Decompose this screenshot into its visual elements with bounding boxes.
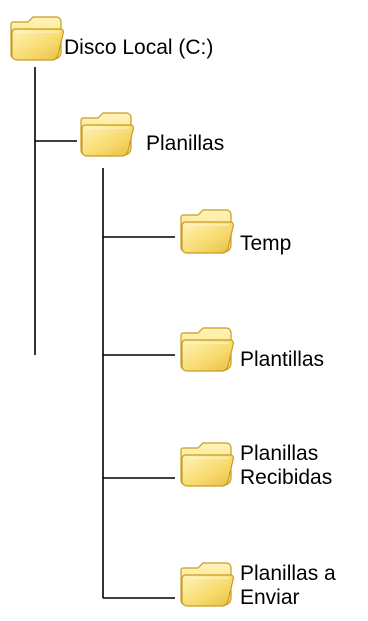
planillas-recibidas-label: Planillas Recibidas [240, 442, 333, 489]
root-node[interactable]: Disco Local (C:) [8, 12, 308, 72]
plantillas-node[interactable]: Plantillas [178, 323, 358, 383]
folder-icon [178, 558, 236, 610]
temp-label: Temp [240, 232, 292, 255]
planillas-a-enviar-label: Planillas a Enviar [240, 562, 336, 609]
folder-icon [178, 205, 236, 257]
folder-icon [178, 438, 236, 490]
plantillas-label: Plantillas [240, 348, 325, 371]
planillas-node[interactable]: Planillas [78, 108, 298, 168]
planillas-a-enviar-node[interactable]: Planillas a Enviar [178, 558, 358, 616]
folder-icon [8, 12, 66, 64]
folder-icon [78, 108, 136, 160]
planillas-recibidas-node[interactable]: Planillas Recibidas [178, 438, 358, 510]
planillas-label: Planillas [146, 132, 225, 155]
root-label: Disco Local (C:) [64, 36, 214, 59]
temp-node[interactable]: Temp [178, 205, 338, 265]
folder-icon [178, 323, 236, 375]
